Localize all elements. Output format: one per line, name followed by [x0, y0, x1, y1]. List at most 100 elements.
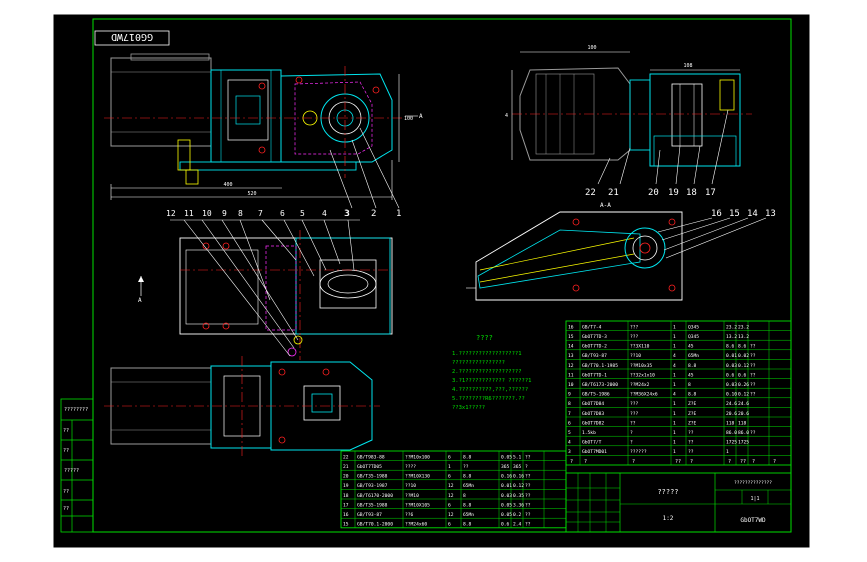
lower-parts-cell: 8.8 — [463, 454, 472, 460]
upper-parts-cell: Q345 — [688, 324, 699, 330]
upper-parts-cell: 0.6 — [726, 372, 735, 378]
upper-parts-cell: 24.6 — [726, 401, 737, 407]
notes-line-7: ??3x1????? — [452, 405, 485, 411]
lower-parts-cell: 20 — [343, 474, 349, 480]
lower-parts-cell: ?? — [525, 483, 531, 489]
upper-parts-cell: 4 — [673, 392, 676, 398]
upper-parts-cell: 1 — [673, 420, 676, 426]
side-callout-20: 20 — [648, 188, 659, 198]
upper-parts-cell: 10 — [568, 382, 574, 388]
upper-parts-cell: GbOT7TD-2 — [582, 344, 607, 350]
upper-parts-cell: 13 — [568, 353, 574, 359]
upper-parts-cell: ??? — [630, 411, 639, 417]
section-pulley — [624, 227, 666, 269]
plan-callout-11: 11 — [184, 209, 194, 218]
upper-parts-cell: 1 — [673, 382, 676, 388]
lower-parts-cell: ??M10X130 — [405, 474, 430, 480]
side-callout-17: 17 — [705, 188, 716, 198]
upper-parts-header-cell: ? — [690, 459, 693, 465]
upper-parts-cell: ?? — [688, 430, 694, 436]
section-label: A-A — [600, 202, 611, 209]
plan-callout-4: 4 — [322, 209, 327, 218]
upper-parts-cell: 45 — [688, 344, 694, 350]
lower-parts-cell: 6 — [448, 522, 451, 528]
upper-parts-cell: ??? — [630, 334, 639, 340]
drawing-background — [53, 14, 810, 548]
lower-parts-cell: 0.05 — [501, 454, 512, 460]
plan-callout-8: 8 — [238, 209, 243, 218]
upper-parts-cell: 0.12 — [738, 363, 749, 369]
lower-parts-cell: 0.12 — [513, 483, 524, 489]
front-dim-height: 100 — [404, 116, 413, 122]
lower-parts-cell: 0.16 — [501, 474, 512, 480]
upper-parts-cell: 1.5kb — [582, 430, 596, 436]
front-callout-2: 2 — [371, 209, 376, 219]
upper-parts-cell: 8 — [568, 401, 571, 407]
front-arrow-label: A — [419, 113, 423, 120]
upper-parts-header-cell: ?? — [740, 459, 746, 465]
upper-parts-cell: ??M10x35 — [630, 363, 652, 369]
section-callout-14: 14 — [747, 209, 758, 219]
lower-parts-cell: ??10 — [405, 483, 416, 489]
upper-parts-cell: 1 — [673, 324, 676, 330]
upper-parts-cell: 7 — [568, 411, 571, 417]
plan-view: A 12 11 10 9 8 7 6 5 4 3 — [138, 209, 393, 360]
upper-parts-cell: Z?E — [688, 411, 697, 417]
notes-line-6: 5.????????R6???????.?? — [452, 396, 525, 402]
left-strip-4: ?? — [63, 489, 69, 495]
lower-parts-cell: 15 — [343, 522, 349, 528]
lower-parts-cell: GB/T70.1-2000 — [357, 522, 393, 528]
upper-parts-cell: 23.2 — [738, 324, 749, 330]
upper-parts-cell: 15 — [568, 334, 574, 340]
lower-parts-cell: GB/T983-88 — [357, 454, 385, 460]
upper-parts-cell: ??? — [630, 324, 639, 330]
technical-notes: ???? 1.??????????????????1 ?????????????… — [452, 334, 531, 411]
upper-parts-cell: 86.0 — [738, 430, 749, 436]
lower-parts-cell: 17 — [343, 502, 349, 508]
lower-parts-cell: ??M10X105 — [405, 502, 430, 508]
lower-parts-cell: ??M24x60 — [405, 522, 427, 528]
lower-parts-cell: 21 — [343, 464, 349, 470]
upper-parts-cell: Q345 — [688, 334, 699, 340]
lower-parts-cell: 8.8 — [463, 474, 472, 480]
upper-parts-cell: 6 — [568, 420, 571, 426]
lower-parts-cell: 0.2 — [513, 512, 522, 518]
upper-parts-cell: ??3X110 — [630, 344, 650, 350]
left-strip: ???????? ?? ?? ????? ?? ?? — [60, 398, 94, 533]
lower-parts-cell: 2.4 — [513, 522, 522, 528]
plan-callout-10: 10 — [202, 209, 212, 218]
upper-parts-header-cell: ? — [584, 459, 587, 465]
upper-parts-cell: GB/T93-87 — [582, 353, 607, 359]
upper-parts-cell: 5 — [568, 430, 571, 436]
upper-parts-cell: 1 — [673, 372, 676, 378]
upper-parts-cell: ?? — [630, 420, 636, 426]
lower-parts-cell: GB/T35-1988 — [357, 502, 388, 508]
lower-parts-cell: 0.35 — [513, 493, 524, 499]
upper-parts-cell: 1725 — [738, 440, 749, 446]
upper-parts-header-cell: ?? — [675, 459, 681, 465]
left-strip-1: ?? — [63, 428, 69, 434]
front-callout-1: 1 — [396, 209, 401, 219]
lower-parts-cell: 22 — [343, 454, 349, 460]
title-stamp-text: GG017WD — [111, 31, 153, 42]
title-block-code: ?????????????? — [734, 480, 772, 486]
upper-parts-cell: 20.6 — [726, 411, 737, 417]
title-stamp: GG017WD — [94, 30, 170, 46]
upper-parts-cell: GbOT7/T — [582, 440, 602, 446]
upper-parts-header-cell: ? — [752, 459, 755, 465]
lower-parts-cell: 6 — [448, 474, 451, 480]
upper-parts-cell: 0.12 — [738, 392, 749, 398]
title-block-drawing-no: GbOT7WD — [740, 517, 766, 524]
lower-parts-cell: GB/T93-87 — [357, 512, 382, 518]
upper-parts-cell: ??10 — [630, 353, 641, 359]
front-view: 520 400 100 A 3 2 1 — [104, 53, 423, 219]
front-dim-base: 400 — [223, 182, 232, 188]
section-callout-13: 13 — [765, 209, 776, 219]
upper-parts-cell: ?? — [750, 344, 756, 350]
upper-parts-cell: 1 — [673, 440, 676, 446]
notes-line-2: ???????????????? — [452, 360, 505, 366]
notes-line-4: 3.?1???????????? ??????1 — [452, 378, 531, 384]
title-block-scale: 1:2 — [663, 515, 674, 522]
